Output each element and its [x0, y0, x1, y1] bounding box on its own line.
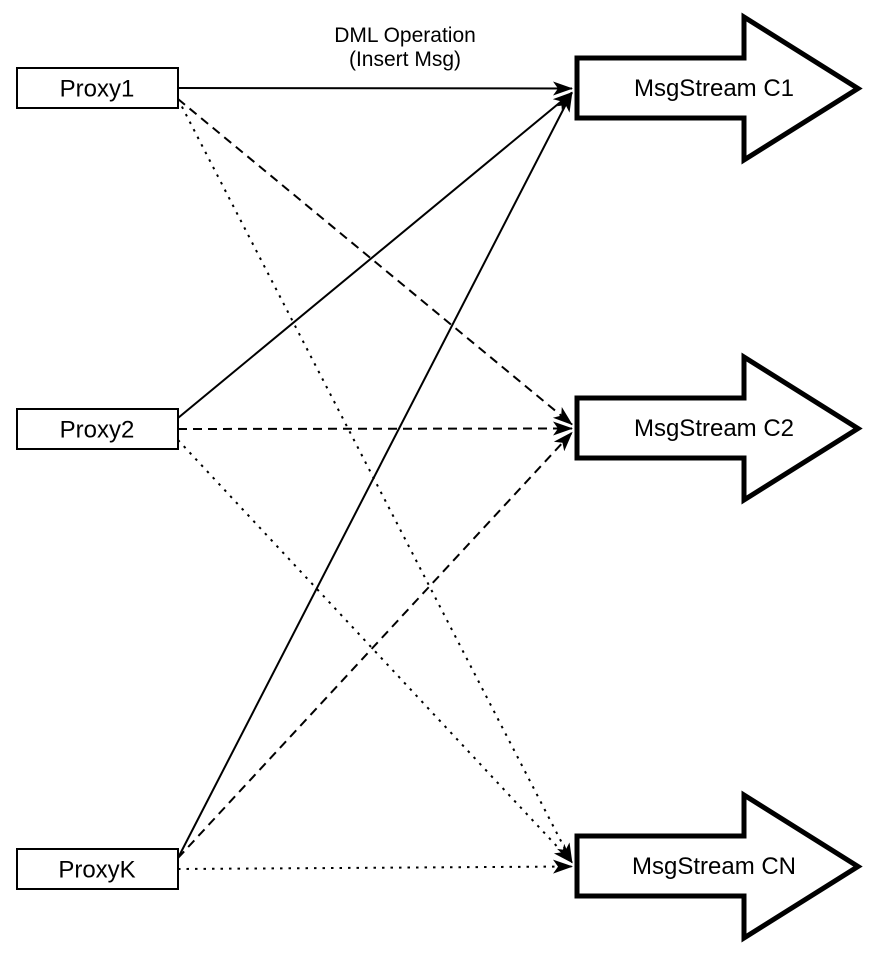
edge-proxy1-c2 [177, 98, 573, 426]
node-proxy1: Proxy1 [16, 67, 179, 109]
edge-proxy1-c1 [177, 81, 573, 96]
proxy1-box [16, 67, 179, 109]
node-msgstream-c2: MsgStream C2 [574, 352, 863, 505]
proxy2-label: Proxy2 [60, 417, 135, 444]
edge-proxy1-cn [177, 98, 573, 864]
edge-label-line1: DML Operation [334, 24, 476, 47]
msgstream-c2-label: MsgStream C2 [634, 415, 794, 442]
edge-proxyk-c1 [177, 91, 573, 859]
node-proxy2: Proxy2 [16, 408, 179, 450]
edges-layer [177, 81, 573, 874]
block-arrow-c1-icon [574, 12, 863, 165]
node-msgstream-cn: MsgStream CN [574, 790, 863, 943]
proxy1-label: Proxy1 [60, 76, 135, 103]
edge-proxy2-cn [177, 439, 573, 864]
msgstream-c1-label: MsgStream C1 [634, 75, 794, 102]
node-proxyk: ProxyK [16, 848, 179, 890]
edge-proxyk-cn [177, 859, 573, 874]
edge-proxyk-c2 [177, 431, 573, 859]
proxyk-label: ProxyK [58, 857, 135, 884]
proxy2-box [16, 408, 179, 450]
block-arrow-cn-icon [574, 790, 863, 943]
proxyk-box [16, 848, 179, 890]
block-arrow-c2-icon [574, 352, 863, 505]
msgstream-cn-label: MsgStream CN [632, 853, 796, 880]
node-msgstream-c1: MsgStream C1 [574, 12, 863, 165]
edge-proxy2-c1 [177, 91, 573, 419]
edge-label-line2: (Insert Msg) [349, 48, 461, 71]
edge-proxy2-c2 [177, 421, 573, 436]
